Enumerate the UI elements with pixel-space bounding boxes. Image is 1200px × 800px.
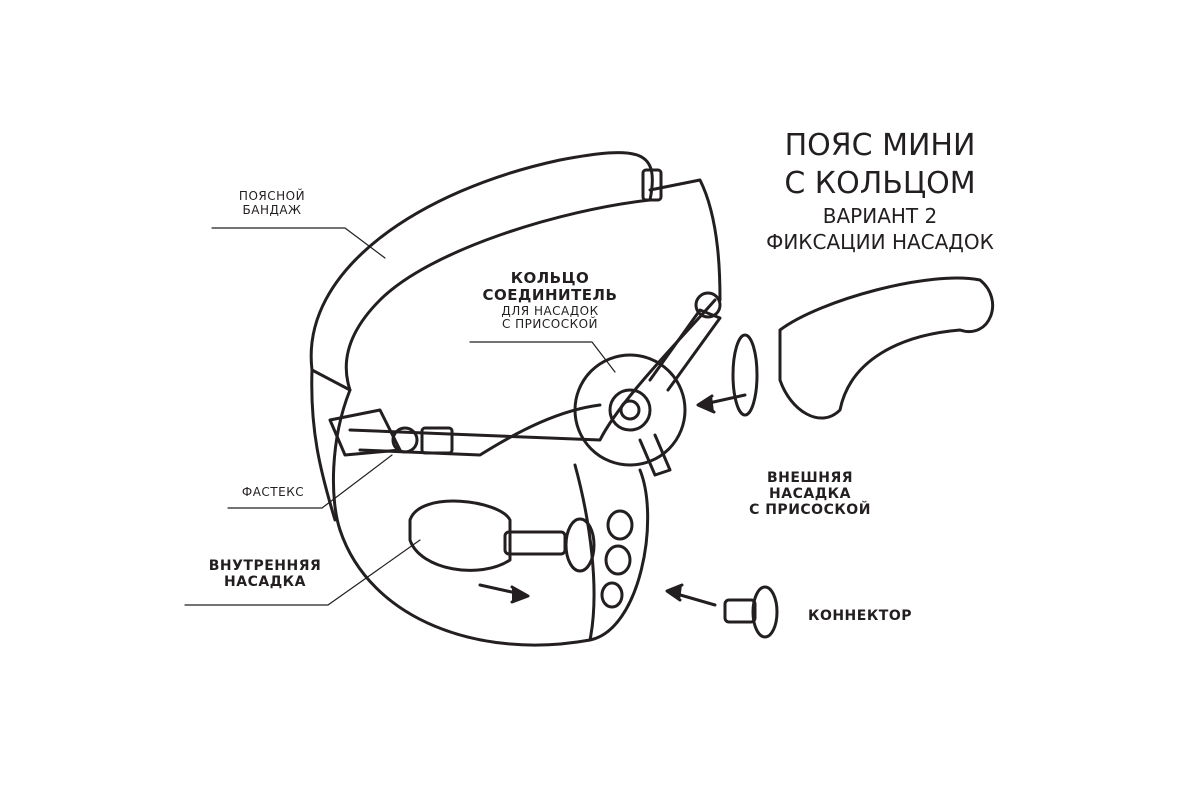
pouch bbox=[338, 468, 650, 647]
label-belt: ПОЯСНОЙ БАНДАЖ bbox=[222, 189, 322, 218]
arrow-connector bbox=[665, 583, 717, 607]
arrow-inner bbox=[478, 583, 530, 604]
ring-top-loop bbox=[694, 291, 722, 319]
label-ring-line-4: С ПРИСОСКОЙ bbox=[501, 317, 599, 332]
label-inner-line-2: НАСАДКА bbox=[224, 574, 306, 591]
ring-outer bbox=[573, 353, 687, 467]
buckle-ring bbox=[391, 426, 419, 454]
inner-suction-cup bbox=[564, 517, 596, 573]
leader-belt bbox=[211, 227, 386, 259]
pouch-front bbox=[573, 463, 596, 642]
inner-connector-shaft bbox=[503, 530, 567, 556]
title-line-4: ФИКСАЦИИ НАСАДОК bbox=[766, 230, 994, 254]
outer-suction-cup bbox=[731, 333, 759, 417]
front-strap-lower bbox=[358, 403, 602, 457]
ring-strap-down bbox=[638, 433, 672, 477]
leader-ring bbox=[469, 341, 616, 373]
arrow-outer bbox=[696, 393, 747, 414]
label-belt-line-1: ПОЯСНОЙ bbox=[238, 189, 306, 203]
belt-slider bbox=[641, 168, 663, 202]
label-ring-line-3: ДЛЯ НАСАДОК bbox=[501, 303, 599, 318]
inner-attachment bbox=[408, 499, 512, 572]
label-connector: КОННЕКТОР bbox=[808, 608, 912, 624]
ring-inner bbox=[619, 399, 641, 421]
label-outer-line-2: НАСАДКА bbox=[769, 486, 851, 503]
pouch-hole-2 bbox=[604, 544, 632, 576]
label-belt-line-2: БАНДАЖ bbox=[242, 202, 302, 217]
leader-inner bbox=[184, 539, 421, 606]
waist-belt-inner bbox=[331, 388, 352, 532]
label-outer-line-1: ВНЕШНЯЯ bbox=[766, 470, 854, 486]
ring-middle bbox=[608, 388, 652, 432]
leader-buckle bbox=[227, 454, 393, 509]
waist-belt-back bbox=[310, 368, 337, 522]
outer-attachment bbox=[778, 276, 995, 420]
label-ring: КОЛЬЦО СОЕДИНИТЕЛЬ ДЛЯ НАСАДОК С ПРИСОСК… bbox=[470, 269, 630, 332]
label-ring-line-2: СОЕДИНИТЕЛЬ bbox=[482, 286, 618, 305]
waist-belt bbox=[309, 151, 654, 392]
title-line-1: ПОЯС МИНИ bbox=[784, 128, 976, 163]
pouch-hole-3 bbox=[600, 581, 624, 609]
ring-strap-up bbox=[648, 308, 722, 392]
label-buckle: ФАСТЕКС bbox=[241, 485, 305, 499]
belt-right-strap bbox=[648, 178, 722, 302]
connector-body bbox=[723, 598, 757, 624]
label-ring-line-1: КОЛЬЦО bbox=[510, 269, 590, 287]
pouch-hole-1 bbox=[606, 509, 634, 541]
title-line-3: ВАРИАНТ 2 bbox=[822, 204, 938, 228]
label-outer: ВНЕШНЯЯ НАСАДКА С ПРИСОСКОЙ bbox=[730, 470, 890, 518]
front-strap bbox=[348, 298, 717, 442]
label-inner: ВНУТРЕННЯЯ НАСАДКА bbox=[190, 558, 340, 590]
label-inner-line-1: ВНУТРЕННЯЯ bbox=[208, 558, 322, 574]
connector-cup bbox=[751, 585, 779, 639]
title-line-2: С КОЛЬЦОМ bbox=[784, 166, 976, 201]
label-outer-line-3: С ПРИСОСКОЙ bbox=[749, 502, 871, 519]
buckle-slider bbox=[420, 426, 454, 455]
